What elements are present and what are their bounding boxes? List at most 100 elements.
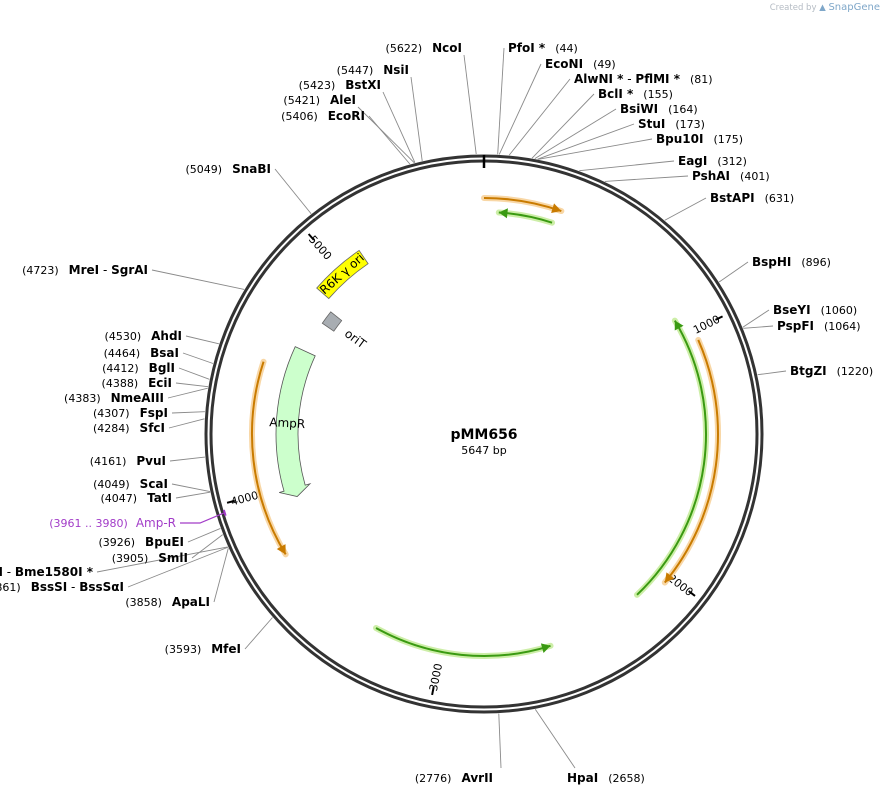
site-pshai[interactable]: PshAI(401) [692,169,770,183]
site-leader-pshai [604,175,689,182]
site-label-eagi: EagI(312) [678,154,747,168]
site-leader-bpuei [187,528,221,543]
site-apali[interactable]: (3858)ApaLI [125,595,210,609]
site-fspi[interactable]: (4307)FspI [93,406,168,420]
site-leader-bseyi [742,309,770,328]
site-name: PfoI * [508,41,546,55]
site-separator: - [3,565,15,579]
site-label-mrei: (4723)MreI - SgrAI [22,263,148,277]
site-label-bseyi: BseYI(1060) [773,303,857,317]
site-label-pfoi: PfoI * (44) [508,41,578,55]
site-btgzi[interactable]: BtgZI(1220) [790,364,873,378]
orf-orf3 [661,336,721,586]
site-sfci[interactable]: (4284)SfcI [93,421,165,435]
site-bsiwi[interactable]: BsiWI(164) [620,102,698,116]
tick-label-1000: 1000 [691,313,722,337]
site-position: (4464) [104,347,141,360]
site-leader-ecori [368,115,411,165]
site-smli[interactable]: (3905)SmlI [112,551,188,565]
site-eagi[interactable]: EagI(312) [678,154,747,168]
site-bpu10i[interactable]: Bpu10I(175) [656,132,743,146]
site-pspfi[interactable]: PspFI(1064) [777,319,861,333]
primer-amp-r[interactable]: (3961 .. 3980)Amp-R [49,509,227,530]
site-ahdi[interactable]: (4530)AhdI [105,329,182,343]
snapgene-credit: Created by ▲ SnapGene [770,2,880,13]
site-mrei[interactable]: (4723)MreI - SgrAI [22,263,148,277]
site-hpai[interactable]: HpaI(2658) [567,771,645,785]
site-label-avrii: (2776)AvrII [415,771,493,785]
site-pvui[interactable]: (4161)PvuI [90,454,166,468]
site-leader-bsai [182,352,214,364]
site-separator: - [67,580,79,594]
site-label-fspi: (4307)FspI [93,406,168,420]
site-leader-pspfi [743,325,774,329]
site-position: (4307) [93,407,130,420]
site-nmeaiii[interactable]: (4383)NmeAIII [64,391,164,405]
site-leader-apali [213,547,229,603]
site-ecii[interactable]: (4388)EciI [102,376,172,390]
plasmid-center-label: pMM656 5647 bp [450,427,517,457]
site-name: EcoNI [545,57,583,71]
site-name: BglI [149,361,175,375]
site-leader-alwni [508,78,571,156]
site-scai[interactable]: (4049)ScaI [93,477,168,491]
site-pfoi[interactable]: PfoI * (44) [508,41,578,55]
site-name: SfcI [140,421,165,435]
site-leader-nsii [410,76,423,161]
site-tati[interactable]: (4047)TatI [100,491,172,505]
site-label-econi: EcoNI(49) [545,57,616,71]
site-name: NcoI [432,41,462,55]
site-label-bsai: (4464)BsaI [104,346,179,360]
site-bpuei[interactable]: (3926)BpuEI [98,535,184,549]
site-position: (1220) [837,365,874,378]
site-snabi[interactable]: (5049)SnaBI [186,162,271,176]
orf-arrowhead [498,208,508,219]
site-position: (173) [675,118,705,131]
site-name: SmlI [158,551,188,565]
site-position: (631) [765,192,795,205]
site-ncoi[interactable]: (5622)NcoI [386,41,462,55]
orf-line [251,361,287,555]
orf-orf5 [373,624,554,659]
site-name: BclI * [598,87,634,101]
site-position: (44) [555,42,578,55]
site-mfei[interactable]: (3593)MfeI [165,642,241,656]
site-leader-tati [175,491,211,499]
site-leader-bsphi [718,261,749,283]
site-bsssi[interactable]: (3861)BssSI - BssSαI [0,580,124,594]
site-label-bgli: (4412)BglI [102,361,175,375]
site-nsii[interactable]: (5447)NsiI [337,63,409,77]
feature-orit-label: oriT [342,326,369,351]
site-avrii[interactable]: (2776)AvrII [415,771,493,785]
restriction-site-labels: (5622)NcoI PfoI * (44) EcoNI(49)AlwNI * - P… [0,41,873,785]
site-baegi[interactable]: (3862)BaeGI - Bme1580I * [0,565,94,579]
site-bseyi[interactable]: BseYI(1060) [773,303,857,317]
primer-leader [180,512,224,524]
site-separator: - [623,72,635,86]
site-position: (5049) [186,163,223,176]
site-name: PflMI * [635,72,680,86]
site-econi[interactable]: EcoNI(49) [545,57,616,71]
site-label-scai: (4049)ScaI [93,477,168,491]
site-bstxi[interactable]: (5423)BstXI [299,78,381,92]
site-bcli[interactable]: BclI *(155) [598,87,673,101]
site-label-bpu10i: Bpu10I(175) [656,132,743,146]
site-label-pshai: PshAI(401) [692,169,770,183]
site-bgli[interactable]: (4412)BglI [102,361,175,375]
site-stui[interactable]: StuI(173) [638,117,705,131]
site-alei[interactable]: (5421)AleI [283,93,356,107]
site-bsphi[interactable]: BspHI(896) [752,255,831,269]
site-leader-lines [96,47,787,769]
site-leader-bpu10i [538,138,653,160]
orf-orf4 [634,317,709,598]
site-name: BaeGI [0,565,3,579]
site-bstapi[interactable]: BstAPI(631) [710,191,794,205]
site-alwni[interactable]: AlwNI * - PflMI *(81) [574,72,713,86]
site-label-alei: (5421)AleI [283,93,356,107]
site-separator: - [99,263,111,277]
site-position: (1064) [824,320,861,333]
site-bsai[interactable]: (4464)BsaI [104,346,179,360]
site-label-bpuei: (3926)BpuEI [98,535,184,549]
site-ecori[interactable]: (5406)EcoRI [281,109,365,123]
site-leader-econi [498,63,542,155]
